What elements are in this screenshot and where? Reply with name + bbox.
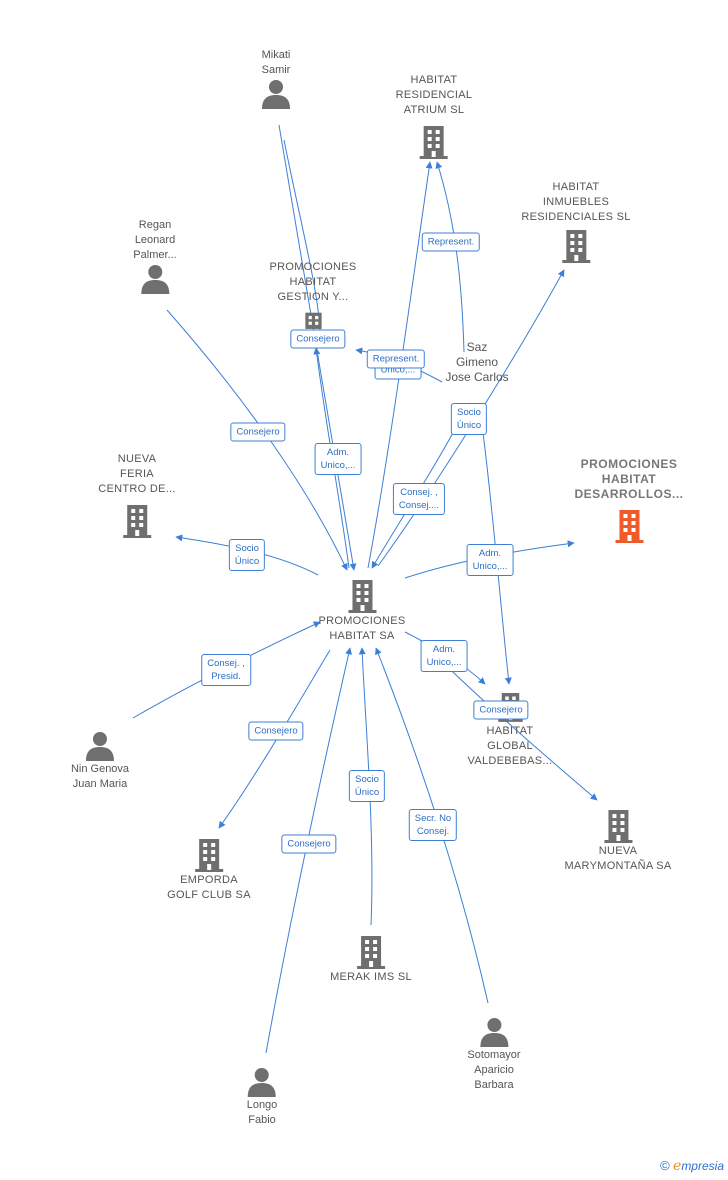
person-name: Nin Genova Juan Maria	[70, 763, 130, 790]
empresia-watermark: © empresia	[660, 1158, 724, 1174]
person-icon	[141, 265, 169, 294]
building-icon	[123, 505, 151, 538]
company-name: MERAK IMS SL	[330, 971, 412, 983]
company-node-gestion[interactable]: PROMOCIONES HABITAT GESTION Y...	[269, 260, 356, 331]
brand-initial: e	[673, 1158, 682, 1174]
company-node-emporda[interactable]: EMPORDA GOLF CLUB SA	[167, 837, 251, 903]
person-icon	[479, 1018, 508, 1047]
relation-label-represent-gestion[interactable]: Represent.	[366, 349, 426, 369]
relation-label-socio-unico-merak[interactable]: Socio Único	[348, 770, 386, 802]
relation-label-adm-unico-desarrollos[interactable]: Adm. Unico,...	[466, 544, 514, 576]
building-icon	[420, 126, 448, 159]
relation-label-consejero-emporda[interactable]: Consejero	[248, 721, 304, 741]
relation-label-socio-unico-saz[interactable]: Socio Único	[450, 403, 488, 435]
company-node-atrium[interactable]: HABITAT RESIDENCIAL ATRIUM SL	[396, 73, 473, 160]
relation-label-represent-atrium[interactable]: Represent.	[421, 232, 481, 252]
person-node-longo[interactable]: Longo Fabio	[246, 1066, 278, 1128]
company-name: NUEVA FERIA CENTRO DE...	[98, 453, 176, 495]
person-icon	[262, 80, 290, 109]
company-node-marymontana[interactable]: NUEVA MARYMONTAÑA SA	[564, 808, 671, 874]
person-icon	[86, 732, 114, 761]
company-node-merak[interactable]: MERAK IMS SL	[330, 934, 412, 985]
company-name: PROMOCIONES HABITAT GESTION Y...	[269, 261, 357, 303]
person-name: Regan Leonard Palmer...	[133, 219, 177, 261]
person-node-regan[interactable]: Regan Leonard Palmer...	[133, 218, 177, 295]
company-name: HABITAT GLOBAL VALDEBEBAS...	[467, 725, 553, 767]
company-node-inmuebles[interactable]: HABITAT INMUEBLES RESIDENCIALES SL	[521, 180, 630, 264]
company-node-feria[interactable]: NUEVA FERIA CENTRO DE...	[98, 452, 176, 539]
person-name: Sotomayor Aparicio Barbara	[467, 1049, 521, 1091]
relation-label-consejero-valdebebas[interactable]: Consejero	[473, 700, 529, 720]
company-node-main[interactable]: PROMOCIONES HABITAT SA	[318, 578, 405, 644]
building-icon	[604, 810, 632, 843]
person-node-saz[interactable]: Saz Gimeno Jose Carlos	[445, 340, 508, 385]
building-icon	[195, 839, 223, 872]
relation-label-consej-presid-nin[interactable]: Consej. , Presid.	[201, 654, 251, 686]
relation-label-consej-saz[interactable]: Consej. , Consej....	[392, 483, 446, 515]
company-name: HABITAT INMUEBLES RESIDENCIALES SL	[521, 181, 631, 223]
building-icon	[304, 312, 322, 329]
company-name: EMPORDA GOLF CLUB SA	[167, 874, 251, 901]
company-node-desarrollos[interactable]: PROMOCIONES HABITAT DESARROLLOS...	[574, 457, 683, 544]
brand-name: mpresia	[681, 1159, 724, 1173]
relation-label-socio-unico-feria[interactable]: Socio Único	[228, 539, 266, 571]
building-icon	[562, 230, 590, 263]
relation-label-consejero-longo[interactable]: Consejero	[281, 834, 337, 854]
person-name: Longo Fabio	[246, 1099, 278, 1126]
relation-label-consejero-gestion[interactable]: Consejero	[290, 329, 346, 349]
person-name: Saz Gimeno Jose Carlos	[445, 340, 509, 384]
edge-saz-atrium	[435, 161, 465, 353]
building-icon	[357, 936, 385, 969]
person-node-sotomayor[interactable]: Sotomayor Aparicio Barbara	[467, 1016, 521, 1093]
relation-label-adm-unico-mikati[interactable]: Adm. Unico,...	[314, 443, 362, 475]
relation-label-secr-sotomayor[interactable]: Secr. No Consej.	[408, 809, 458, 841]
company-name: NUEVA MARYMONTAÑA SA	[564, 845, 672, 872]
company-name: PROMOCIONES HABITAT DESARROLLOS...	[574, 457, 684, 501]
company-name: PROMOCIONES HABITAT SA	[318, 615, 406, 642]
company-name: HABITAT RESIDENCIAL ATRIUM SL	[395, 74, 473, 116]
relation-label-adm-unico-valdebebas[interactable]: Adm. Unico,...	[420, 640, 468, 672]
person-node-mikati[interactable]: Mikati Samir	[261, 48, 291, 110]
person-icon	[248, 1068, 276, 1097]
copyright-symbol: ©	[660, 1158, 670, 1173]
person-node-nin[interactable]: Nin Genova Juan Maria	[71, 730, 129, 792]
building-icon	[348, 580, 376, 613]
relation-label-consejero-regan[interactable]: Consejero	[230, 422, 286, 442]
person-name: Mikati Samir	[261, 49, 291, 76]
building-icon-highlighted	[614, 510, 643, 543]
